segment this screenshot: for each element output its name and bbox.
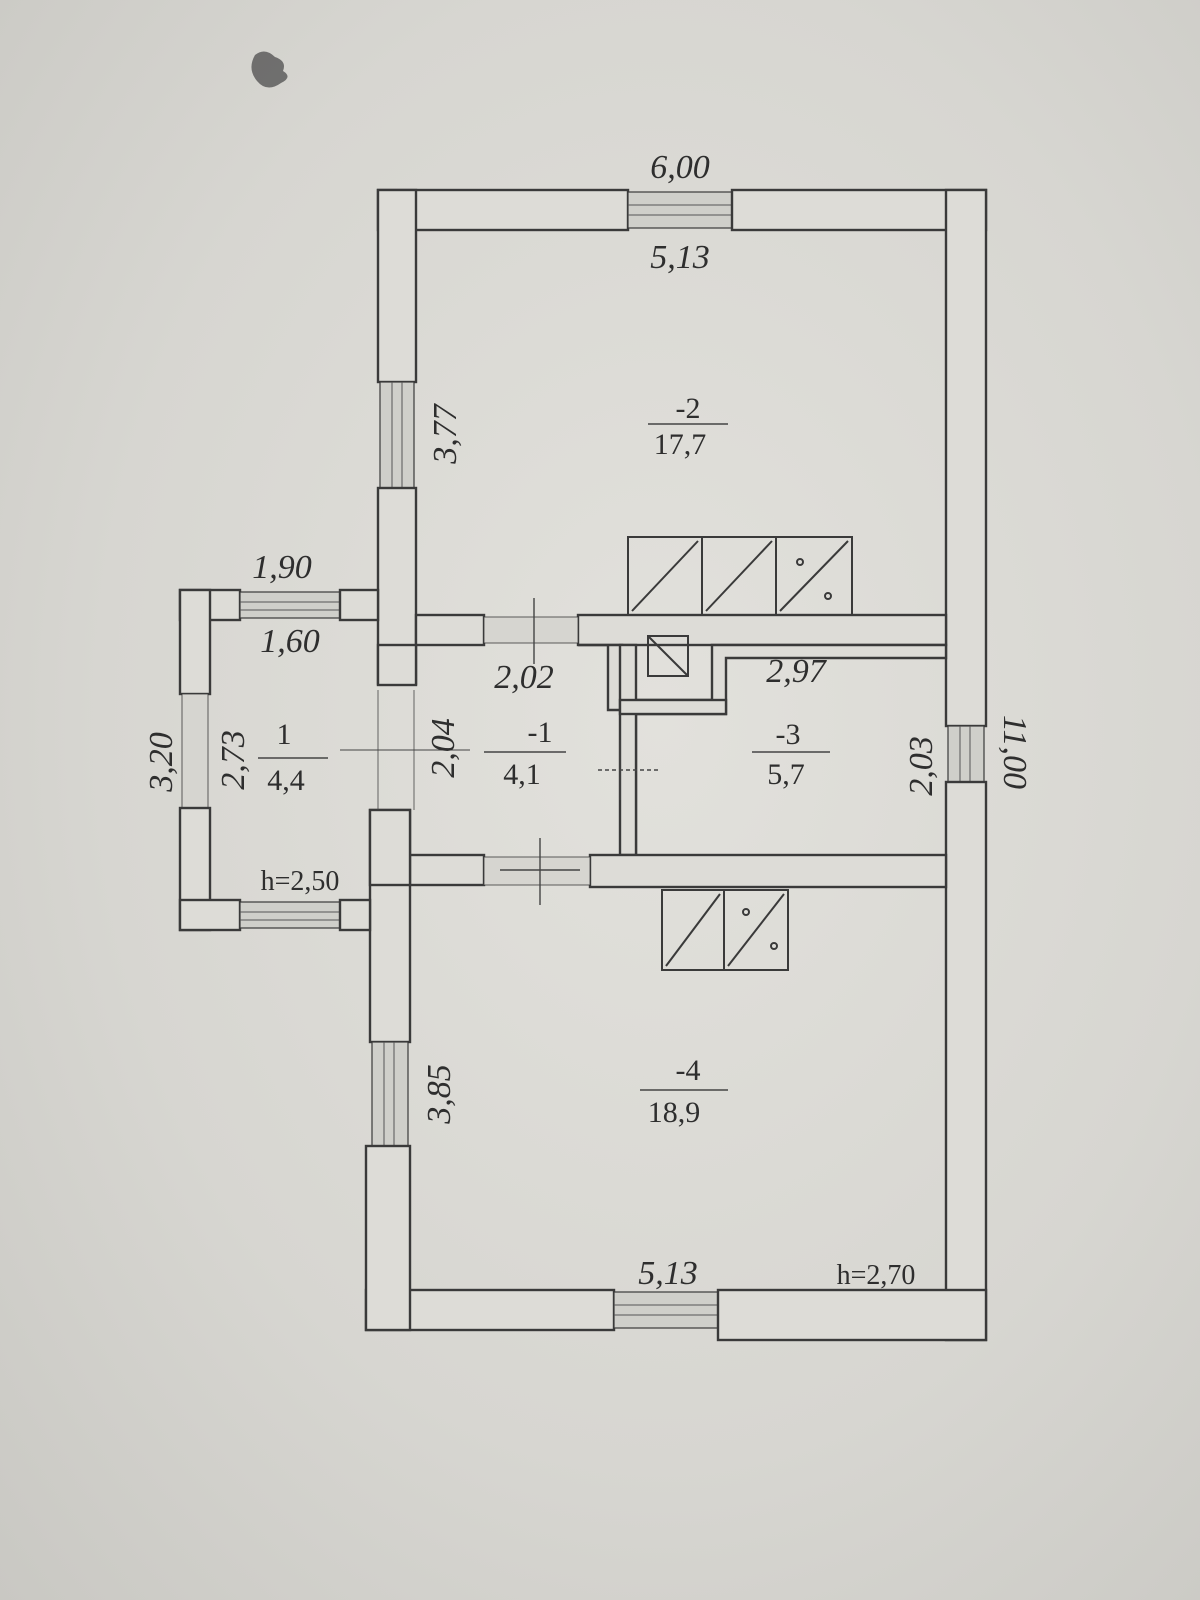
window-left-room4 xyxy=(371,1041,409,1147)
room-area-hall: 4,1 xyxy=(503,758,541,791)
room-label-2: -2 17,7 xyxy=(648,392,728,461)
porch-window-top xyxy=(239,591,341,619)
wall-room3-room4 xyxy=(588,853,948,889)
porch-wall-bottom-left xyxy=(178,898,242,932)
room-number-4: -4 xyxy=(676,1054,701,1087)
porch-wall-left-upper xyxy=(178,588,212,696)
wall-hall-left-top xyxy=(376,643,418,687)
room-number-2: -2 xyxy=(676,392,701,425)
dim-room2-side: 3,77 xyxy=(427,402,464,465)
wall-room2-room3 xyxy=(576,613,948,647)
window-right xyxy=(947,725,985,783)
dim-room3-side: 2,03 xyxy=(903,736,940,796)
dim-room3-top: 2,97 xyxy=(766,653,828,690)
wall-right-lower xyxy=(944,780,988,1342)
room-label-1: 1 4,4 xyxy=(258,718,328,797)
room-number-1: 1 xyxy=(277,718,292,751)
porch-opening-left xyxy=(181,693,209,809)
porch-window-bottom xyxy=(239,901,341,929)
dim-top-outer: 6,00 xyxy=(650,149,710,186)
wall-bottom-right xyxy=(716,1288,988,1342)
window-top xyxy=(627,191,733,229)
dim-porch-inner-height: 2,73 xyxy=(215,730,252,790)
wall-left-lower-bottom xyxy=(364,1144,412,1332)
room-area-1: 4,4 xyxy=(267,764,305,797)
doorway-room4 xyxy=(483,856,591,886)
window-bottom xyxy=(613,1291,719,1329)
room-area-3: 5,7 xyxy=(767,758,805,791)
dim-hall-side: 2,04 xyxy=(425,718,462,778)
wall-left-upper xyxy=(376,188,418,384)
chimney-box xyxy=(647,635,689,677)
dim-porch-height: h=2,50 xyxy=(261,866,340,897)
wall-room3-left xyxy=(618,698,728,716)
dim-top-inner: 5,13 xyxy=(650,239,710,276)
stove-room2 xyxy=(627,536,853,616)
wall-right-upper xyxy=(944,188,988,728)
wall-hall-room3-vertical xyxy=(618,643,638,857)
doorway-room2 xyxy=(483,616,579,644)
room-label-hall: -1 4,1 xyxy=(484,716,566,791)
room-label-3: -3 5,7 xyxy=(752,718,830,791)
dim-room4-side: 3,85 xyxy=(421,1064,458,1125)
dim-main-height: h=2,70 xyxy=(837,1260,916,1291)
wall-hall-room4-left xyxy=(408,853,486,887)
wall-room2-hall-left xyxy=(414,613,486,647)
window-left-room2 xyxy=(379,381,415,489)
dim-bottom-inner: 5,13 xyxy=(638,1255,698,1292)
dim-porch-inner: 1,60 xyxy=(260,623,320,660)
porch-wall-top-right xyxy=(338,588,380,622)
room-number-3: -3 xyxy=(776,718,801,751)
porch-wall-bottom-right xyxy=(338,898,372,932)
stove-room4 xyxy=(661,889,789,971)
dim-hall-top: 2,02 xyxy=(494,659,554,696)
room-area-2: 17,7 xyxy=(654,428,707,461)
room-area-4: 18,9 xyxy=(648,1096,701,1129)
wall-hall-left-bottom xyxy=(368,808,412,887)
dim-total-length: 11,00 xyxy=(996,715,1033,789)
room-number-hall: -1 xyxy=(528,716,553,749)
ink-smudge xyxy=(251,51,288,88)
room-label-4: -4 18,9 xyxy=(640,1054,728,1129)
dim-porch-outer-height: 3,20 xyxy=(143,732,180,793)
dim-porch-outer: 1,90 xyxy=(252,549,312,586)
